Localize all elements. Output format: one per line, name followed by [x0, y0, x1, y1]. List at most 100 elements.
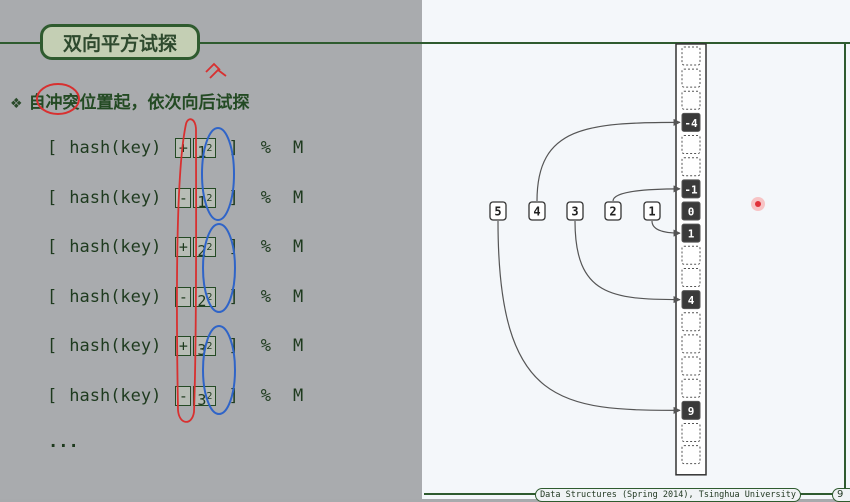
formula-open-bracket: [: [47, 286, 58, 307]
array-slot-label: 0: [688, 206, 695, 219]
formula-open-bracket: [: [47, 237, 58, 257]
slide-right-panel: [422, 0, 850, 499]
formula-expr: hash(key): [69, 138, 162, 158]
formula-mod: %: [260, 237, 271, 257]
probe-arrow: [612, 185, 681, 202]
probe-box: [604, 201, 622, 221]
array-slot-occupied: [681, 201, 701, 221]
formula-mod: %: [260, 385, 271, 406]
formula-mod: %: [260, 187, 271, 208]
formula-base: 2: [197, 242, 207, 260]
formula-square: 22: [193, 286, 217, 310]
formula-square: 12: [193, 187, 217, 211]
array-slot-empty: [681, 135, 701, 155]
formula-open-bracket: [: [47, 385, 58, 406]
formula-row: [ hash(key) +22]% M: [47, 233, 303, 261]
title-rule: [0, 42, 850, 44]
formula-close-bracket: ]: [228, 286, 239, 307]
formula-exponent: 2: [206, 341, 213, 352]
formula-base: 3: [197, 390, 207, 409]
bullet-label: 自冲突位置起，依次向后试探: [28, 93, 250, 113]
cursor-indicator-icon: [751, 197, 765, 211]
probe-arrows: [497, 118, 681, 414]
array-slot-occupied: [681, 400, 701, 420]
probe-arrow: [574, 220, 681, 304]
formula-m: M: [292, 385, 304, 406]
formula-m: M: [292, 187, 304, 208]
formula-sign: +: [175, 138, 192, 158]
formula-exponent: 2: [206, 291, 213, 303]
probe-label: 3: [571, 205, 578, 219]
formula-square: 22: [193, 237, 217, 260]
formula-sign: -: [175, 385, 192, 406]
formula-expr: hash(key): [69, 187, 162, 208]
array-slot-empty: [681, 334, 701, 354]
formula-expr: hash(key): [69, 336, 162, 356]
formula-square: 32: [193, 336, 217, 359]
array-slot-empty: [681, 378, 701, 398]
formula-expr: hash(key): [69, 385, 162, 406]
probe-arrow: [651, 220, 681, 237]
formula-row: [hash(key)-22]%M: [47, 283, 303, 311]
formula-base: 3: [197, 341, 207, 359]
formula-exponent: 2: [206, 390, 213, 402]
formula-m: M: [292, 237, 304, 257]
formula-square: 12: [193, 138, 217, 161]
formula-close-bracket: ]: [228, 336, 239, 356]
formula-close-bracket: ]: [228, 237, 239, 257]
array-slot-empty: [681, 245, 701, 265]
array-slot-empty: [681, 356, 701, 376]
array-slot-empty: [681, 267, 701, 287]
formula-exponent: 2: [206, 143, 213, 154]
formula-exponent: 2: [206, 192, 213, 204]
probe-box: [566, 201, 584, 221]
array-slot-label: -4: [684, 117, 698, 130]
formula-ellipsis: ...: [48, 432, 79, 452]
formula-open-bracket: [: [47, 336, 58, 356]
formula-mod: %: [260, 336, 271, 356]
array-slot-occupied: [681, 223, 701, 243]
formula-expr: hash(key): [69, 237, 162, 257]
array-slot-label: 9: [688, 405, 695, 418]
array-slot-occupied: [681, 290, 701, 310]
formula-m: M: [292, 286, 304, 307]
probe-label: 2: [609, 205, 616, 219]
probe-box: [489, 201, 507, 221]
bullet-diamond-icon: ❖: [10, 96, 23, 112]
formula-sign: -: [175, 286, 192, 307]
formula-sign: +: [175, 237, 192, 257]
bullet-text: ❖ 自冲突位置起，依次向后试探: [10, 88, 250, 113]
formula-mod: %: [260, 138, 271, 158]
formula-row: [ hash(key) +32]% M: [47, 332, 303, 360]
formula-m: M: [292, 336, 304, 356]
footer-course: Data Structures (Spring 2014), Tsinghua …: [535, 488, 801, 502]
array-slot-occupied: [681, 179, 701, 199]
formula-row: [ hash(key)-12]% M: [47, 184, 303, 212]
probe-box: [643, 201, 661, 221]
array-slot-label: 1: [688, 228, 695, 241]
probe-label: 5: [494, 205, 501, 219]
probe-box: [528, 201, 546, 221]
array-slot-empty: [681, 423, 701, 442]
array-slot-empty: [681, 68, 701, 88]
formula-square: 32: [193, 385, 217, 409]
page-number: 9: [832, 488, 850, 502]
formula-expr: hash(key): [69, 286, 162, 307]
probe-label: 1: [648, 205, 655, 219]
formula-row: [hash(key)+12]%M: [47, 134, 303, 162]
formula-sign: +: [175, 336, 192, 356]
formula-open-bracket: [: [47, 138, 58, 158]
formula-open-bracket: [: [47, 187, 58, 208]
array-slot-label: 4: [688, 294, 695, 307]
formula-m: M: [292, 138, 304, 158]
slide-title: 双向平方试探: [40, 24, 200, 60]
array-slot-occupied: [681, 112, 701, 132]
probe-label: 4: [533, 205, 540, 219]
formula-base: 2: [197, 291, 207, 310]
formula-close-bracket: ]: [228, 385, 239, 406]
formula-sign: -: [175, 187, 192, 208]
probe-arrow: [497, 220, 681, 414]
formula-row: [ hash(key)-32]% M: [47, 382, 303, 410]
formula-close-bracket: ]: [228, 187, 239, 208]
